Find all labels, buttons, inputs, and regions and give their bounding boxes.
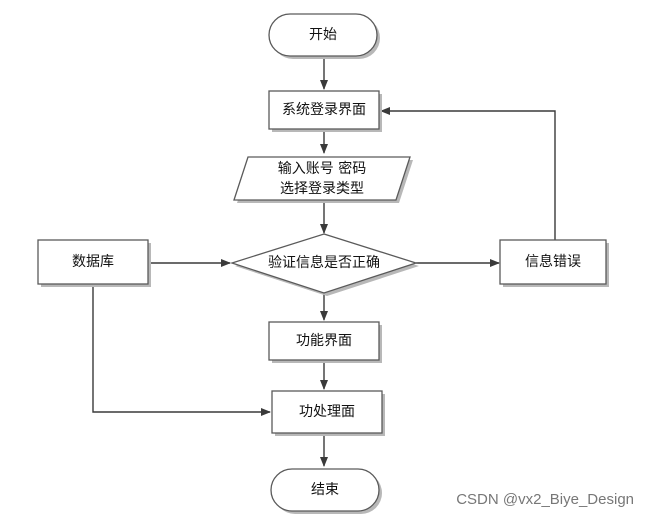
end-node: 结束 — [270, 468, 382, 514]
input-label-line2: 选择登录类型 — [280, 181, 364, 197]
login-page-node: 系统登录界面 — [268, 90, 382, 132]
input-label-line1: 输入账号 密码 — [278, 160, 366, 177]
login-page-label: 系统登录界面 — [282, 102, 366, 118]
input-node: 输入账号 密码 选择登录类型 — [233, 156, 413, 203]
function-page-label: 功能界面 — [296, 333, 352, 349]
edge-database-to-process — [92, 286, 271, 416]
process-page-label: 功处理面 — [299, 404, 355, 420]
edge-error-to-login — [380, 107, 556, 240]
watermark-text: CSDN @vx2_Biye_Design — [456, 491, 634, 508]
verify-label: 验证信息是否正确 — [268, 254, 380, 271]
start-label: 开始 — [309, 27, 337, 43]
verify-decision-node: 验证信息是否正确 — [229, 233, 419, 296]
database-node: 数据库 — [37, 239, 151, 287]
end-label: 结束 — [311, 482, 339, 498]
start-node: 开始 — [268, 13, 380, 59]
error-label: 信息错误 — [525, 253, 581, 270]
error-node: 信息错误 — [499, 239, 609, 287]
edges — [92, 58, 556, 467]
function-page-node: 功能界面 — [268, 321, 382, 363]
process-page-node: 功处理面 — [271, 390, 385, 436]
database-label: 数据库 — [72, 254, 114, 270]
